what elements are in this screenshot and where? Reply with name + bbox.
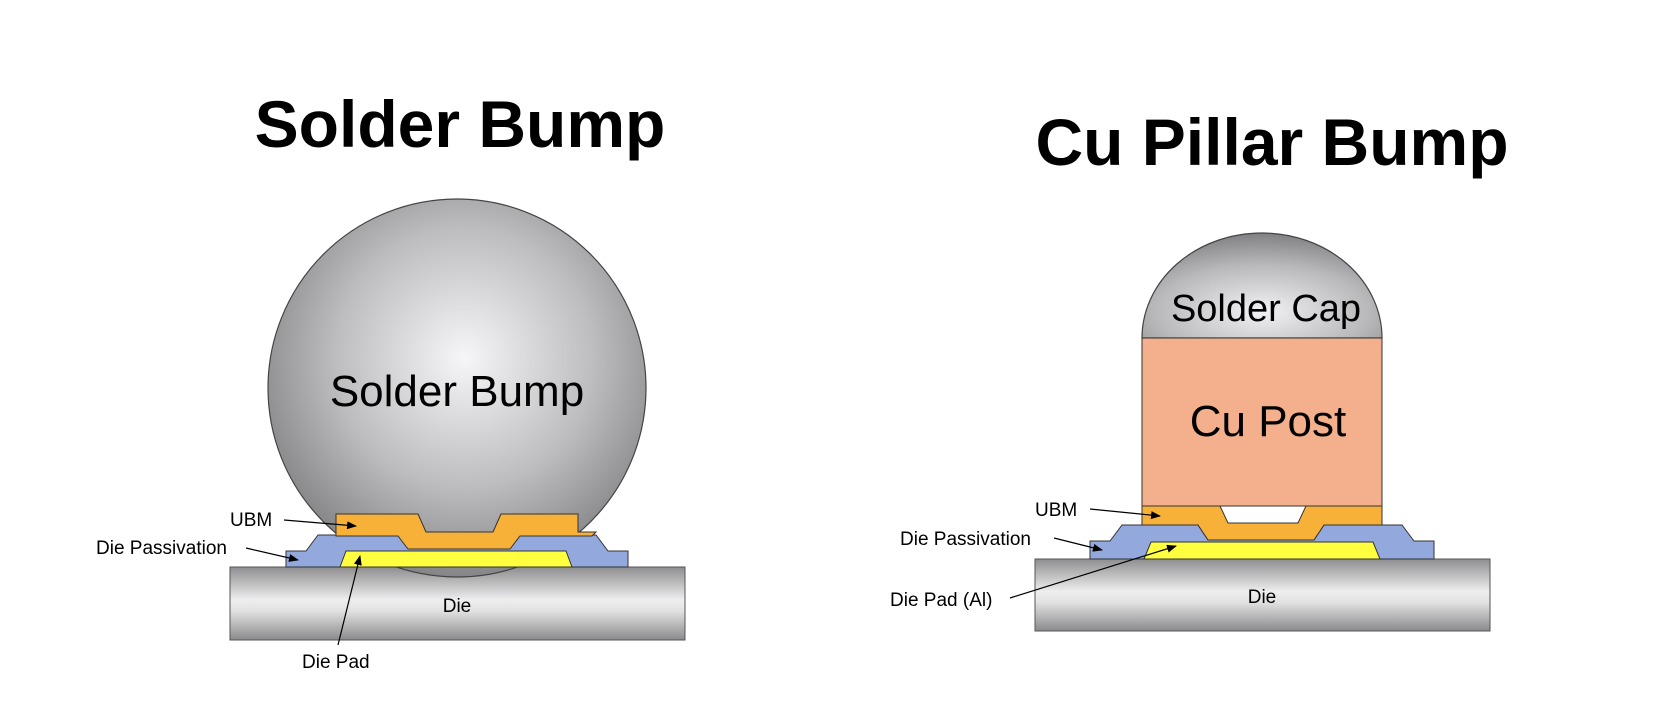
die-pad-al	[1143, 541, 1381, 560]
ubm-label: UBM	[1035, 500, 1077, 521]
die-pad-label: Die Pad	[302, 652, 370, 673]
solder-cap-label: Solder Cap	[1171, 288, 1361, 330]
die-label: Die	[443, 596, 472, 617]
solder-cap	[1141, 232, 1383, 339]
ubm-leader-line	[1089, 508, 1161, 520]
solder-bump-label: Solder Bump	[330, 367, 584, 416]
die-pad-leader-line	[337, 555, 362, 646]
ubm-label: UBM	[230, 510, 272, 531]
die-pad-al-label: Die Pad (Al)	[890, 590, 992, 611]
die-passivation-label: Die Passivation	[900, 529, 1031, 550]
die-label: Die	[1248, 587, 1277, 608]
die-passivation-label: Die Passivation	[96, 538, 227, 559]
cu-post-label: Cu Post	[1190, 397, 1347, 446]
cu-pillar-bump-title: Cu Pillar Bump	[1035, 105, 1508, 179]
cu-post	[1141, 337, 1383, 507]
ubm-leader-line	[283, 519, 357, 530]
ubm-layer	[1141, 505, 1383, 541]
solder-bump-diagram: Solder Bump Die Solder Bump UBM Die Pass…	[96, 87, 686, 673]
die-passivation-leader-line	[1053, 537, 1103, 552]
solder-bump-title: Solder Bump	[255, 87, 666, 161]
cu-pillar-bump-diagram: Cu Pillar Bump Die Solder Cap Cu Post UB…	[890, 105, 1509, 632]
ubm-layer	[335, 513, 598, 550]
solder-ball	[267, 198, 647, 578]
die-substrate	[229, 566, 686, 641]
die-passivation-leader-line	[245, 547, 299, 562]
die-substrate	[1034, 558, 1491, 632]
die-pad	[339, 550, 573, 568]
die-pad-al-leader-line	[1009, 544, 1177, 599]
